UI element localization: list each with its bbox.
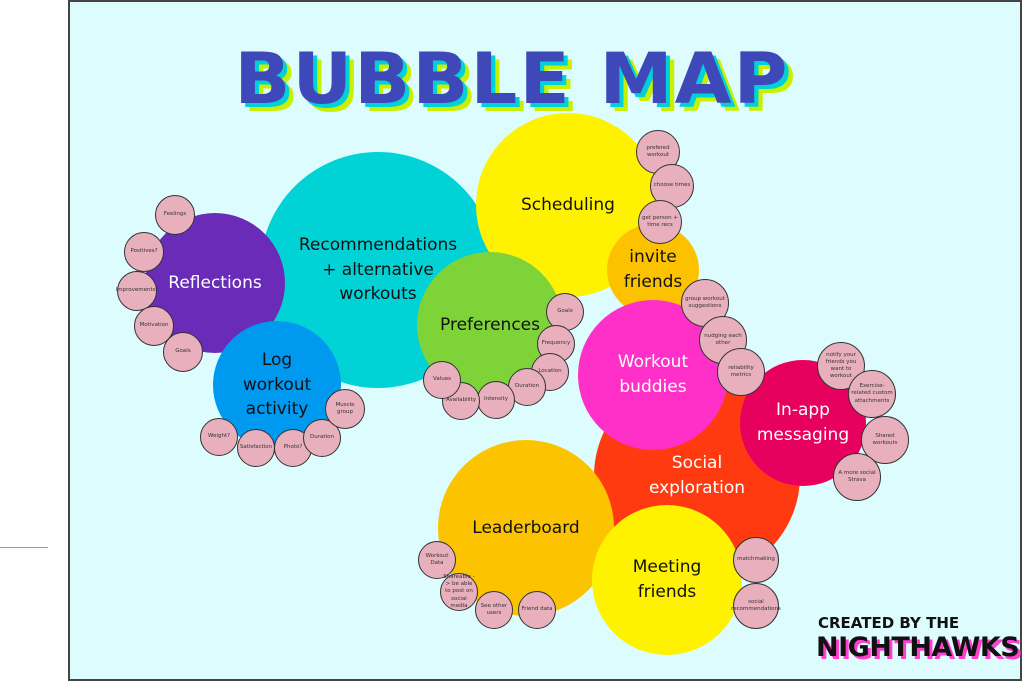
sub-bubble-label: reliability metrics xyxy=(728,364,754,378)
sub-bubble-label: notify your friends you want to workout xyxy=(825,351,857,380)
bubble-label: Recommendations + alternative workouts xyxy=(298,235,458,305)
bubble-leaderboard: Leaderboard xyxy=(438,440,614,616)
sub-bubble-label: Photo? xyxy=(283,444,303,451)
side-divider xyxy=(0,547,48,548)
sub-bubble-availability: Availability xyxy=(442,382,480,420)
sub-bubble-intensity: Intensity xyxy=(477,381,515,419)
sub-bubble-a-more-social-strava: A more social Strava xyxy=(833,453,881,501)
sub-bubble-label: social recommendations xyxy=(731,598,781,612)
sub-bubble-shareable-be-able-to-post-on-s: Shareable -> be able to post on social m… xyxy=(440,573,478,611)
sub-bubble-label: Improvements? xyxy=(115,287,159,294)
bubble-label: Workout buddies xyxy=(617,352,689,397)
sub-bubble-see-other-users: See other users xyxy=(475,591,513,629)
sub-bubble-label: Positives? xyxy=(130,248,158,255)
bubble-label: invite friends xyxy=(623,247,683,292)
sub-bubble-exercise-related-custom-attach: Exercise-related custom attachments xyxy=(848,370,896,418)
sub-bubble-label: See other users xyxy=(480,602,508,616)
sub-bubble-workout-data: Workout Data xyxy=(418,541,456,579)
sub-bubble-label: Values xyxy=(433,376,451,383)
sub-bubble-social-recommendations: social recommendations xyxy=(731,583,781,629)
sub-bubble-label: Workout Data xyxy=(425,552,449,566)
sub-bubble-label: Motivation xyxy=(139,322,169,329)
sub-bubble-label: group workout suggestions xyxy=(685,295,725,309)
sub-bubble-get-person-time-recs: get person + time recs xyxy=(638,200,682,244)
sub-bubble-improvements: Improvements? xyxy=(115,271,159,311)
sub-bubble-matchmaking: matchmaking xyxy=(733,537,779,583)
sub-bubble-friend-data: Friend data xyxy=(518,591,556,629)
sub-bubble-label: Muscle group xyxy=(335,401,355,415)
sub-bubble-label: Feelings xyxy=(163,211,187,218)
sub-bubble-label: matchmaking xyxy=(737,556,775,563)
bubble-label: Log workout activity xyxy=(242,350,312,420)
bubble-label: Social exploration xyxy=(648,453,746,498)
sub-bubble-positives: Positives? xyxy=(124,232,164,272)
sub-bubble-label: Goals xyxy=(557,308,573,315)
sub-bubble-label: Exercise-related custom attachments xyxy=(851,383,893,404)
sub-bubble-satisfaction: Satisfaction xyxy=(237,429,275,467)
sub-bubble-label: Shared workouts xyxy=(872,432,898,446)
sub-bubble-label: Duration xyxy=(310,434,334,441)
sub-bubble-label: Shareable -> be able to post on social m… xyxy=(443,574,475,609)
sub-bubble-label: Friend data xyxy=(521,606,553,613)
sub-bubble-label: nudging each other xyxy=(704,332,742,346)
sub-bubble-prefered-workout: prefered workout xyxy=(636,130,680,174)
sub-bubble-label: A more social Strava xyxy=(838,469,876,483)
team-name: NIGHTHAWKS xyxy=(816,632,1020,663)
bubble-label: Scheduling xyxy=(521,194,615,215)
sub-bubble-goals: Goals xyxy=(163,332,203,372)
bubble-label: Leaderboard xyxy=(472,517,580,538)
sub-bubble-label: Location xyxy=(538,368,562,375)
sub-bubble-label: Satisfaction xyxy=(239,444,273,451)
sub-bubble-label: Duration xyxy=(515,383,539,390)
sub-bubble-feelings: Feelings xyxy=(155,195,195,235)
sub-bubble-weight: Weight? xyxy=(200,418,238,456)
sub-bubble-label: choose times xyxy=(653,182,691,189)
credit-line: CREATED BY THE xyxy=(818,614,960,632)
sub-bubble-label: Weight? xyxy=(207,433,231,440)
sub-bubble-reliability-metrics: reliability metrics xyxy=(717,348,765,396)
sub-bubble-muscle-group: Muscle group xyxy=(325,389,365,429)
page-title: BUBBLE MAP xyxy=(234,38,790,120)
sub-bubble-values: Values xyxy=(423,361,461,399)
bubble-label: Meeting friends xyxy=(632,557,702,602)
sub-bubble-label: Availability xyxy=(446,397,476,404)
bubble-label: Preferences xyxy=(440,314,540,335)
bubble-label: In-app messaging xyxy=(756,400,850,445)
sub-bubble-label: Frequency xyxy=(541,340,571,347)
bubble-label: Reflections xyxy=(168,272,262,293)
sub-bubble-label: Intensity xyxy=(484,396,508,403)
sub-bubble-label: Goals xyxy=(175,348,191,355)
sub-bubble-label: get person + time recs xyxy=(642,214,678,228)
bubble-meeting-friends: Meeting friends xyxy=(592,505,742,655)
sub-bubble-label: prefered workout xyxy=(646,144,670,158)
